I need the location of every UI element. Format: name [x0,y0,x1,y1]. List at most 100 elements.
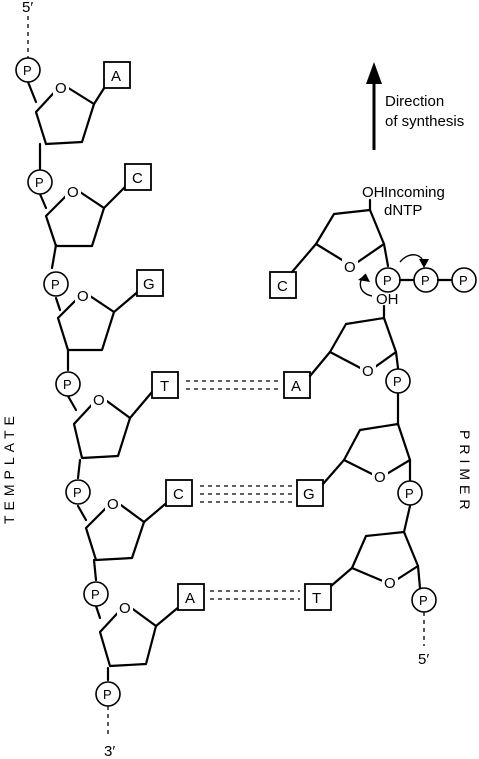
primer-side-label: PRIMER [457,430,473,514]
ring-oxygen-mask [382,574,398,590]
template-phosphate-label: P [35,175,44,190]
template-glycosidic-bond [154,604,182,628]
ring-oxygen-mask [342,258,358,274]
direction-label-line2: of synthesis [385,113,464,130]
incoming-base-box [269,271,297,299]
template-phosphate-label: P [91,587,100,602]
primer-phosphate-label: P [405,486,414,501]
template-3prime-label: 3′ [104,743,115,759]
primer-ring-oxygen: O [384,575,396,592]
primer-ring-oxygen: O [362,363,374,380]
template-phosphate [27,169,53,195]
ring-oxygen-mask [53,79,69,95]
ring-oxygen-mask [372,468,388,484]
template-base-box [165,479,193,507]
template-backbone-link [38,192,48,210]
hydrogen-bonds [186,380,300,600]
template-glycosidic-bond [112,288,142,314]
template-side-label: TEMPLATE [1,411,17,524]
primer-base-label: G [303,486,315,503]
template-ring-oxygen: O [107,496,119,513]
direction-label-line1: Direction [385,93,444,110]
template-backbone-link [76,458,82,480]
template-phosphate [55,371,81,397]
arrowhead [419,259,429,268]
primer-strand: A G T O O O P P P 5′ [283,291,437,668]
template-phosphate [43,271,69,297]
template-backbone-link [54,296,62,312]
template-base-box [136,269,164,297]
template-base-box [103,61,131,89]
template-ring-oxygen: O [67,184,79,201]
template-base-box [124,163,152,191]
incoming-label-line1: Incoming [384,184,445,201]
incoming-gamma-phosphate [451,267,477,293]
primer-glycosidic-bond [321,458,346,486]
primer-phosphate [397,480,423,506]
ring-oxygen-mask [65,183,81,199]
primer-backbone-link [402,504,412,534]
ring-oxygen-mask [105,495,121,511]
template-phosphate-label: P [63,377,72,392]
incoming-3prime-hydroxyl: OH [362,184,385,201]
template-ring-oxygen: O [55,80,67,97]
template-base-label: C [173,486,184,503]
template-strand: 5′ O O O O [15,0,205,759]
direction-arrow-head [366,62,382,84]
primer-backbone-link [416,564,422,590]
incoming-glycosidic-bond [290,242,318,274]
template-5prime-label: 5′ [22,0,33,16]
template-ring-oxygen: O [93,392,105,409]
primer-5prime-label: 5′ [418,651,429,668]
template-phosphate [83,581,109,607]
template-ring-oxygen: O [77,288,89,305]
primer-glycosidic-bond [329,566,354,588]
primer-base-box [304,583,332,611]
template-glycosidic-bond [102,182,130,210]
primer-ring-oxygen: O [374,469,386,486]
template-phosphate-label: P [103,687,112,702]
template-phosphate [65,479,91,505]
template-backbone-link [66,394,78,412]
primer-phosphate-label: P [419,593,428,608]
template-backbone-link [94,604,102,620]
template-base-label: A [111,68,121,85]
ring-oxygen-mask [360,362,376,378]
template-base-label: A [185,590,195,607]
ring-oxygen-mask [75,287,91,303]
primer-base-box [296,479,324,507]
template-backbone-link [76,504,88,522]
primer-base-label: A [291,378,301,395]
template-backbone-link [50,243,58,270]
primer-base-label: T [312,590,321,607]
incoming-base-label: C [277,278,288,295]
primer-phosphate-label: P [393,374,402,389]
template-phosphate [15,57,41,83]
incoming-phosphate-label: P [383,273,392,288]
arrowhead [358,274,370,282]
ring-oxygen-mask [117,599,133,615]
template-backbone-link [26,80,38,104]
incoming-label-line2: dNTP [384,202,422,219]
template-base-label: T [160,378,169,395]
primer-3prime-hydroxyl: OH [376,291,399,308]
template-phosphate-label: P [51,277,60,292]
template-ring-oxygen: O [119,600,131,617]
template-base-box [151,371,179,399]
template-base-label: G [143,276,155,293]
template-backbone-link [92,558,98,582]
incoming-phosphate-label: P [459,273,468,288]
incoming-backbone-link [382,242,390,268]
primer-base-box [283,371,311,399]
ring-oxygen-mask [91,391,107,407]
template-glycosidic-bond [128,390,154,420]
incoming-phosphate-label: P [421,273,430,288]
incoming-dntp: C O OH P P P Incoming dNTP [269,184,477,299]
direction-indicator: Direction of synthesis [366,62,464,150]
template-phosphate-label: P [23,63,32,78]
primer-backbone-link [394,350,400,370]
template-base-label: C [132,170,143,187]
template-base-box [177,583,205,611]
